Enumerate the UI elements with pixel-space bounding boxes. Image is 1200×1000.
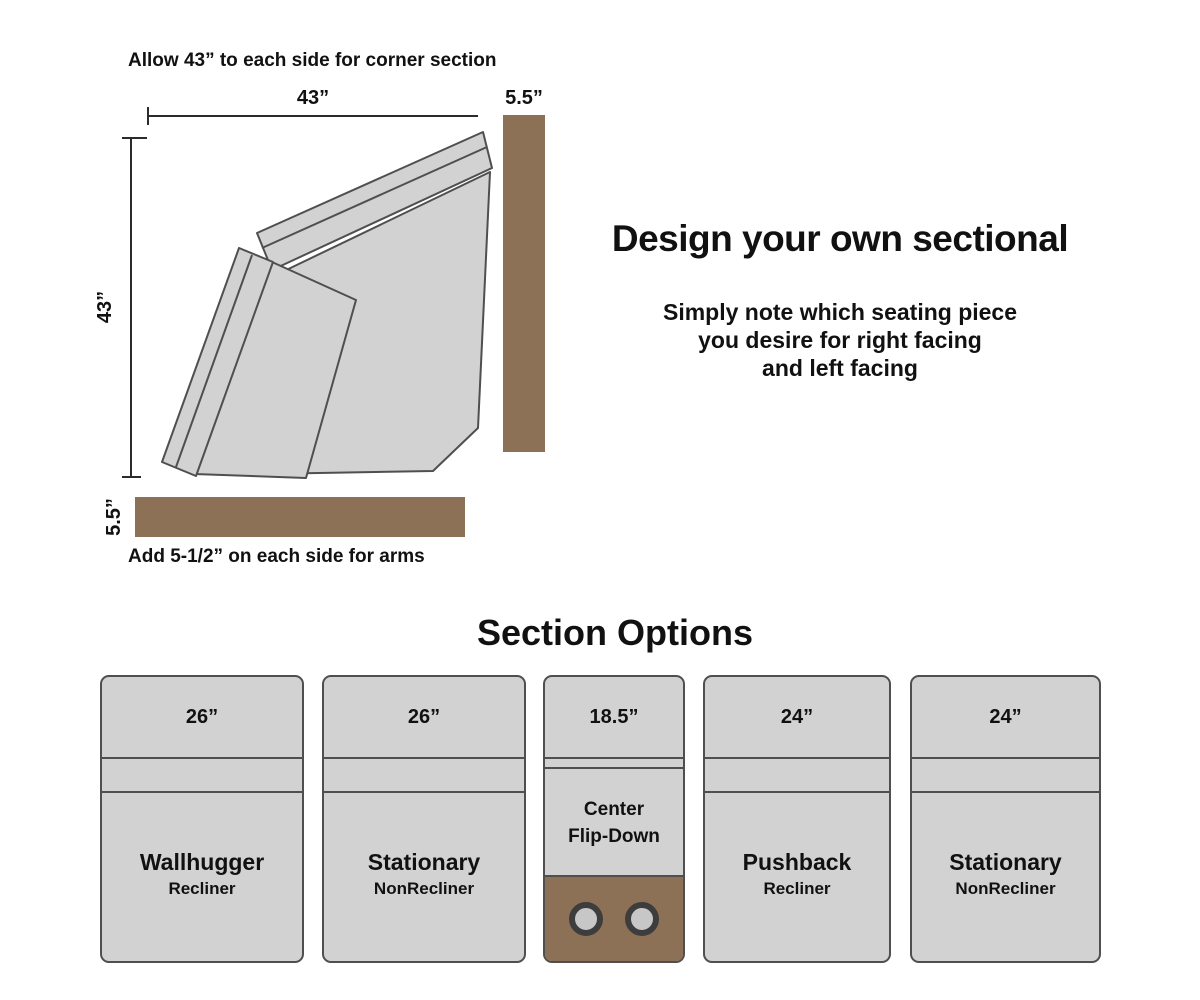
intro-subtitle-line: Simply note which seating piece xyxy=(662,299,1018,325)
card-subname: Recliner xyxy=(168,879,236,898)
option-card-pushback-recliner: 24” Pushback Recliner xyxy=(703,675,891,963)
option-card-stationary-nonrecliner-right: 24” Stationary NonRecliner xyxy=(910,675,1101,963)
card-name: Wallhugger xyxy=(139,849,265,875)
card-divider-band xyxy=(324,757,524,793)
width-measure-label: 43” xyxy=(297,87,329,109)
corner-sofa xyxy=(161,131,493,479)
height-measure-label: 43” xyxy=(94,291,116,323)
corner-top-note: Allow 43” to each side for corner sectio… xyxy=(128,50,497,71)
card-subname: Recliner xyxy=(763,879,831,898)
card-width-label: 24” xyxy=(780,705,814,728)
back-right-seam xyxy=(261,146,488,249)
right-arm-bar xyxy=(503,115,545,452)
card-divider-band xyxy=(102,757,302,793)
card-divider-band xyxy=(705,757,889,793)
corner-back-left xyxy=(161,247,274,477)
corner-section-diagram: 43” 5.5” 43” 5.5” xyxy=(94,87,545,537)
back-left-seam xyxy=(175,254,253,468)
card-width-label: 18.5” xyxy=(589,705,639,728)
card-divider-band xyxy=(545,757,683,769)
card-main: Pushback Recliner xyxy=(705,793,889,961)
option-card-center-flip-down: 18.5” Center Flip-Down xyxy=(543,675,685,963)
cupholder-right xyxy=(625,902,659,936)
intro-subtitle-line: you desire for right facing xyxy=(698,327,982,353)
cupholder-panel xyxy=(545,875,683,961)
card-name-line: Center xyxy=(583,799,645,820)
intro-block: Design your own sectional Simply note wh… xyxy=(575,218,1105,382)
card-name: Pushback xyxy=(742,849,852,875)
intro-subtitle-line: and left facing xyxy=(762,355,918,381)
option-card-wallhugger-recliner: 26” Wallhugger Recliner xyxy=(100,675,304,963)
option-card-stationary-nonrecliner-left: 26” Stationary NonRecliner xyxy=(322,675,526,963)
card-divider-band xyxy=(912,757,1099,793)
right-arm-measure-label: 5.5” xyxy=(505,87,543,109)
card-main: Stationary NonRecliner xyxy=(324,793,524,961)
corner-back-right xyxy=(256,131,493,271)
card-width-label: 26” xyxy=(407,705,441,728)
card-subname: NonRecliner xyxy=(955,879,1056,898)
card-name: Stationary xyxy=(367,849,481,875)
card-subname: NonRecliner xyxy=(373,879,475,898)
card-name-line: Flip-Down xyxy=(568,826,660,847)
bottom-arm-bar xyxy=(135,497,465,537)
corner-bottom-note: Add 5-1/2” on each side for arms xyxy=(128,546,425,567)
cupholder-left xyxy=(569,902,603,936)
card-main: Stationary NonRecliner xyxy=(912,793,1099,961)
card-width-label: 24” xyxy=(989,705,1022,728)
bottom-arm-measure-label: 5.5” xyxy=(103,498,125,536)
card-name: Stationary xyxy=(949,849,1062,875)
section-options-title: Section Options xyxy=(476,612,753,653)
measurement-lines xyxy=(122,107,478,478)
page-title: Design your own sectional xyxy=(611,218,1069,259)
intro-subtitle: Simply note which seating piece you desi… xyxy=(575,298,1105,382)
card-main: Wallhugger Recliner xyxy=(102,793,302,961)
card-name: Center Flip-Down xyxy=(545,769,683,877)
card-width-label: 26” xyxy=(185,705,219,728)
